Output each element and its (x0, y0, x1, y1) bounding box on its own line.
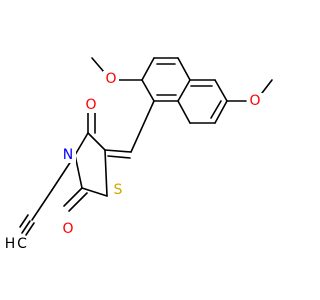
thiazolidinedione-ring (63, 111, 108, 212)
atom-labels: O O O N S O H C (2, 71, 263, 252)
ring-sulfur-label: S (114, 182, 123, 198)
methoxy-oxygen-left-label: O (105, 71, 116, 87)
naphthalene-right-ring (177, 79, 228, 124)
naphthalene-left-ring (141, 57, 191, 102)
substituent-bonds (91, 57, 273, 159)
ring-nitrogen-label: N (63, 147, 73, 163)
carbonyl-oxygen-top-label: O (85, 97, 96, 113)
terminal-carbon-label: C (17, 236, 27, 252)
methoxy-oxygen-right-label: O (249, 93, 260, 109)
carbonyl-oxygen-bottom-label: O (62, 221, 73, 237)
terminal-hydrogen-label: H (5, 236, 16, 252)
molecule-structure: O O O N S O H C (2, 57, 273, 252)
